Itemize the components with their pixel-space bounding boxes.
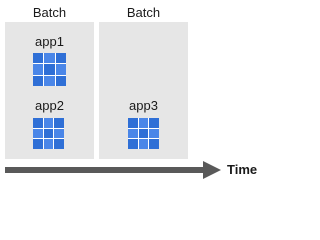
app2-label: app2: [35, 98, 64, 113]
app1-label: app1: [35, 34, 64, 49]
app3-grid-icon: [128, 118, 159, 149]
app3-label: app3: [129, 98, 158, 113]
batch-2-title: Batch: [126, 5, 161, 20]
app2-grid-icon: [33, 118, 64, 149]
time-axis-label: Time: [227, 162, 258, 177]
time-arrow: [5, 161, 221, 179]
app1-grid-icon: [33, 53, 66, 86]
batch-1-title: Batch: [32, 5, 67, 20]
